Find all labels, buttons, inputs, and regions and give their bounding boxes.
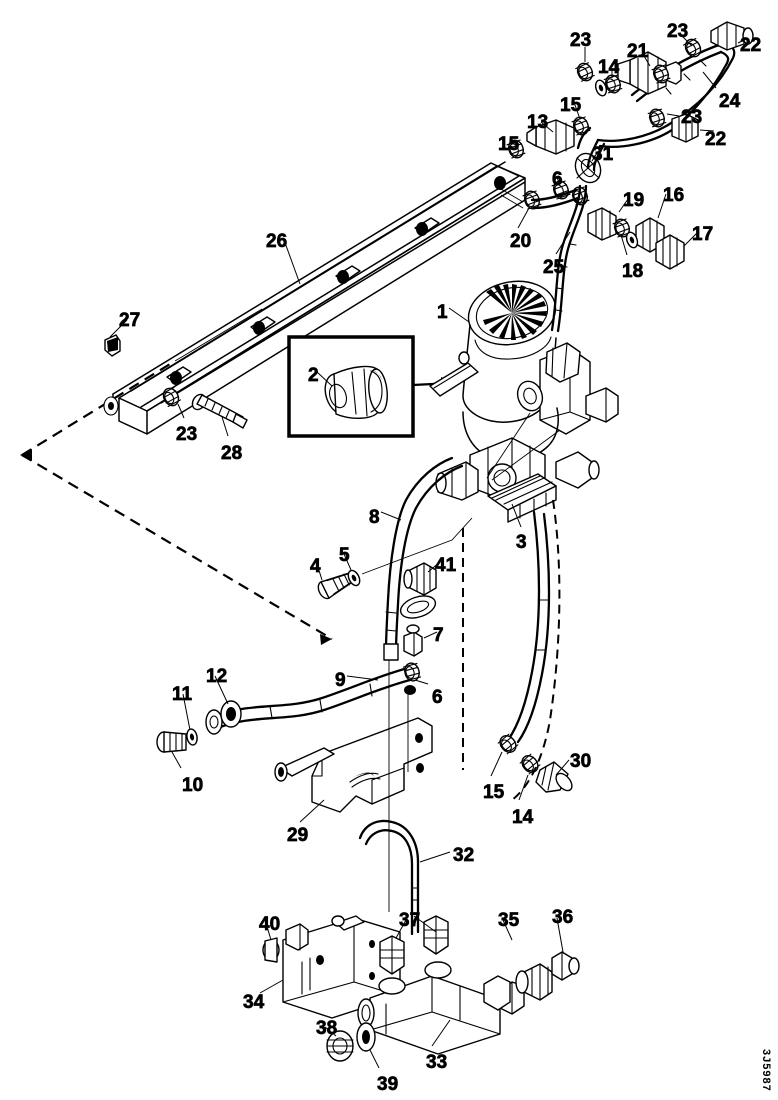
- part-9-tube: [205, 666, 412, 735]
- leader-4-5: [361, 517, 473, 575]
- callout-25: 25: [543, 257, 565, 278]
- part-2-filter-element: [324, 365, 388, 419]
- tube-rail-to-20: [500, 188, 524, 209]
- callout-7: 7: [433, 625, 444, 646]
- callout-2: 2: [308, 365, 319, 386]
- callout-40: 40: [259, 914, 281, 935]
- callout-leader-lines: [109, 36, 747, 1069]
- callout-24: 24: [719, 91, 741, 112]
- callout-28: 28: [221, 443, 243, 464]
- callout-16: 16: [663, 185, 685, 206]
- part-23-upper-left: [574, 60, 596, 84]
- part-35-assembly: [483, 963, 553, 1015]
- part-26-rail: [103, 161, 526, 435]
- callout-4: 4: [310, 556, 321, 577]
- part-1-filter-assembly: [429, 280, 619, 523]
- callout-6: 6: [432, 687, 443, 708]
- part-6-lower-nut: [402, 660, 422, 695]
- callout-17: 17: [692, 224, 714, 245]
- part-41-seal-ring: [399, 595, 437, 619]
- callout-15: 15: [483, 782, 505, 803]
- part-40-bushing: [262, 937, 280, 963]
- callout-5: 5: [339, 545, 350, 566]
- dashed-reference-line: [20, 308, 333, 645]
- callout-14: 14: [598, 57, 620, 78]
- callout-13: 13: [527, 112, 549, 133]
- callout-30: 30: [570, 751, 592, 772]
- callout-12: 12: [206, 666, 228, 687]
- part-7-fitting: [403, 624, 423, 657]
- part-29-bracket: [274, 717, 433, 813]
- callout-32: 32: [453, 845, 475, 866]
- callout-35: 35: [498, 910, 520, 931]
- part-8-hose: [383, 456, 464, 661]
- callout-39: 39: [377, 1074, 399, 1095]
- callout-11: 11: [172, 684, 193, 705]
- callout-14: 14: [512, 807, 534, 828]
- right-return-tube: [506, 510, 551, 744]
- callout-23: 23: [176, 424, 198, 445]
- part-13-connector: [526, 119, 575, 155]
- part-22-lower: [671, 113, 699, 143]
- callout-26: 26: [266, 231, 288, 252]
- part-39-washer: [356, 1022, 376, 1052]
- part-14-lower-nut: [518, 751, 542, 777]
- tube-13-to-31: [576, 126, 592, 150]
- callout-27: 27: [119, 310, 141, 331]
- part-10-bolt: [156, 731, 187, 753]
- part-34-bracket: [282, 915, 401, 1019]
- part-30-fitting: [535, 761, 573, 793]
- callout-3: 3: [516, 532, 527, 553]
- part-41-clamp: [403, 562, 437, 596]
- callout-38: 38: [316, 1018, 338, 1039]
- callout-22: 22: [705, 129, 727, 150]
- callout-22: 22: [740, 35, 762, 56]
- callout-23: 23: [667, 21, 689, 42]
- part-37-fitting-b: [423, 915, 449, 955]
- part-36-plug: [551, 951, 580, 981]
- callout-15: 15: [560, 95, 582, 116]
- callout-20: 20: [510, 231, 532, 252]
- callout-8: 8: [369, 507, 380, 528]
- part-38-nut: [326, 1030, 354, 1062]
- callout-18: 18: [622, 261, 644, 282]
- callout-21: 21: [627, 41, 649, 62]
- callout-31: 31: [592, 144, 614, 165]
- assembly-dashed-lines: [462, 499, 561, 801]
- part-3-manifold: [487, 473, 557, 523]
- callout-23: 23: [570, 30, 592, 51]
- callout-36: 36: [552, 907, 574, 928]
- part-11-washer: [184, 727, 200, 747]
- part-22-upper: [710, 21, 754, 51]
- callout-10: 10: [182, 775, 204, 796]
- callout-1: 1: [437, 302, 448, 323]
- callout-19: 19: [623, 190, 645, 211]
- callout-9: 9: [335, 670, 346, 691]
- part-15-lower-nut: [496, 731, 520, 757]
- callout-41: 41: [435, 555, 457, 576]
- detail-inset-box: [287, 335, 455, 438]
- part-37-fitting-a: [379, 935, 405, 975]
- callout-6: 6: [552, 169, 563, 190]
- callout-34: 34: [243, 992, 265, 1013]
- tube-to-20: [530, 188, 580, 210]
- part-25-tube: [550, 184, 588, 333]
- callout-33: 33: [426, 1052, 448, 1073]
- drawing-number: 3J5987: [760, 1049, 772, 1092]
- part-17-fitting: [655, 234, 685, 270]
- part-12-bushing: [220, 700, 242, 728]
- part-27-end-fitting: [104, 334, 121, 357]
- callout-29: 29: [287, 825, 309, 846]
- support-rod: [388, 660, 409, 912]
- part-32-tube: [358, 819, 420, 936]
- part-23-lower-loop: [646, 106, 668, 130]
- callout-15: 15: [498, 134, 520, 155]
- branch-fittings-16-19: [587, 207, 685, 270]
- callout-37: 37: [399, 910, 421, 931]
- upper-right-tube-down: [586, 138, 606, 172]
- callout-23: 23: [681, 107, 703, 128]
- part-28-bolt: [191, 393, 248, 429]
